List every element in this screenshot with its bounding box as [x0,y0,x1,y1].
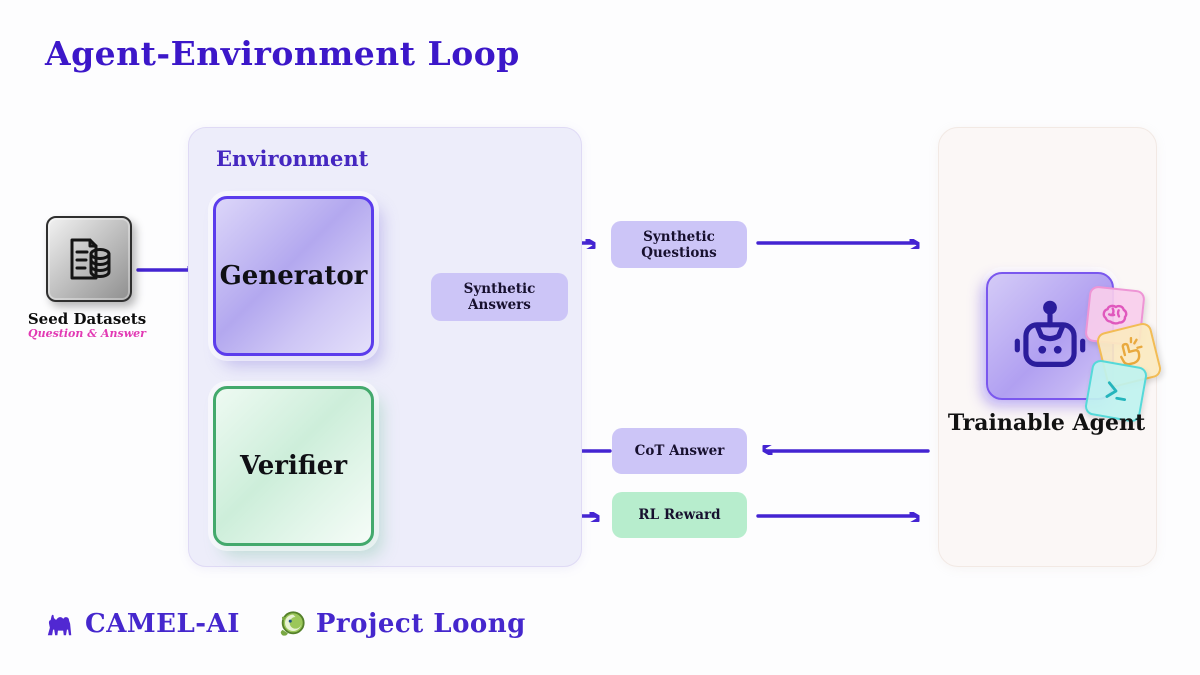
seed-datasets-sublabel: Question & Answer [28,327,146,340]
rl-reward-pill: RL Reward [612,492,747,538]
robot-icon [1014,300,1086,367]
terminal-sticker [1083,358,1149,424]
brain-sticker-icon [1102,304,1128,325]
environment-title: Environment [216,146,369,171]
seed-datasets-label: Seed Datasets [27,310,147,328]
verifier-box: Verifier [213,386,374,546]
camel-logo-icon [47,614,72,636]
trainable-agent-label: Trainable Agent [947,410,1146,436]
synthetic-questions-pill: Synthetic Questions [611,221,747,268]
page-title: Agent-Environment Loop [45,34,520,73]
seed-datasets-icon-box [46,216,132,302]
dragon-logo-icon [280,611,305,636]
cot-answer-pill: CoT Answer [612,428,747,474]
synthetic-answers-pill: Synthetic Answers [431,273,568,321]
footer: CAMEL-AI Project Loong [45,604,526,644]
generator-box: Generator [213,196,374,356]
document-database-icon [70,238,111,280]
verifier-label: Verifier [239,451,348,481]
generator-label: Generator [219,261,368,291]
camel-ai-label: CAMEL-AI [85,609,240,639]
project-loong-label: Project Loong [315,609,526,639]
brain-sticker [1084,285,1146,347]
terminal-sticker-icon [1105,381,1127,402]
